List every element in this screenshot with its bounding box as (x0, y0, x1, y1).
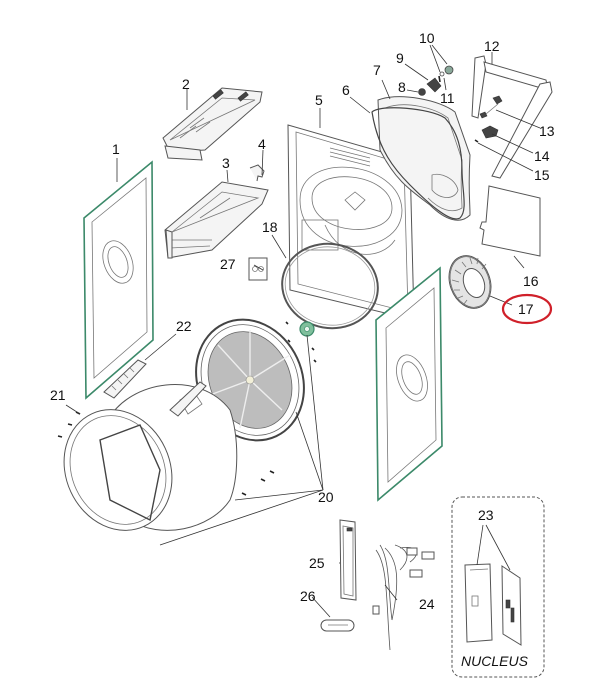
part-12-heater-frame[interactable] (471, 55, 553, 179)
callout-14: 14 (534, 148, 550, 164)
part-8-nut[interactable] (418, 88, 426, 96)
callout-26: 26 (300, 588, 316, 604)
part-27-switch-plate[interactable] (248, 257, 268, 281)
callout-labels: 1 2 3 4 5 6 7 8 9 10 11 12 13 14 15 16 1… (50, 30, 555, 669)
drum-body[interactable] (45, 384, 238, 549)
callout-1: 1 (112, 141, 120, 157)
callout-16: 16 (523, 273, 539, 289)
part-6-duct-gasket[interactable] (371, 107, 465, 220)
part-2-control-panel[interactable] (162, 87, 263, 161)
part-7-air-duct-cover[interactable] (377, 96, 471, 221)
part-25-support-rail[interactable] (339, 519, 357, 601)
highlight-circle-17 (501, 293, 553, 325)
part-15-screw[interactable] (474, 139, 479, 143)
callout-21: 21 (50, 387, 66, 403)
part-11-fastener[interactable] (438, 75, 441, 83)
callout-15: 15 (534, 167, 550, 183)
callout-27: 27 (220, 256, 236, 272)
callout-17: 17 (518, 301, 534, 317)
callout-4: 4 (258, 136, 266, 152)
callout-6: 6 (342, 82, 350, 98)
callout-5: 5 (315, 92, 323, 108)
part-26-door-catch[interactable] (320, 619, 355, 632)
part-18-seal-ring[interactable] (275, 236, 384, 335)
callout-23: 23 (478, 507, 494, 523)
part-22-drum-lifter[interactable] (103, 359, 207, 417)
part-16-rear-cover-plate[interactable] (479, 185, 541, 257)
part-10-sensor[interactable] (439, 65, 454, 77)
part-9-thermostat[interactable] (426, 77, 442, 93)
callout-9: 9 (396, 50, 404, 66)
part-17-blower-wheel[interactable] (442, 250, 498, 314)
part-24-wire-harness[interactable] (372, 544, 435, 651)
part-1-front-panel[interactable] (83, 160, 154, 400)
callout-12: 12 (484, 38, 500, 54)
callout-25: 25 (309, 555, 325, 571)
nucleus-box (451, 496, 545, 678)
part-13-thermal-fuse[interactable] (479, 95, 503, 119)
callout-13: 13 (539, 123, 555, 139)
part-20-screws[interactable] (241, 321, 317, 496)
part-14-connector[interactable] (481, 125, 499, 139)
part-23-control-module[interactable] (464, 563, 522, 646)
callout-11: 11 (440, 90, 455, 106)
nucleus-label: NUCLEUS (461, 653, 529, 669)
callout-22: 22 (176, 318, 192, 334)
callout-7: 7 (373, 62, 381, 78)
callout-10: 10 (419, 30, 435, 46)
leader-lines (65, 44, 541, 618)
right-side-panel[interactable] (375, 266, 443, 502)
part-3-dispenser-housing[interactable] (164, 181, 269, 259)
part-20-bearing[interactable] (299, 321, 315, 337)
callout-8: 8 (398, 79, 406, 95)
callout-24: 24 (419, 596, 435, 612)
callout-18: 18 (262, 219, 278, 235)
part-4-bracket[interactable] (249, 164, 265, 182)
callout-2: 2 (182, 76, 190, 92)
callout-20: 20 (318, 489, 334, 505)
callout-3: 3 (222, 155, 230, 171)
